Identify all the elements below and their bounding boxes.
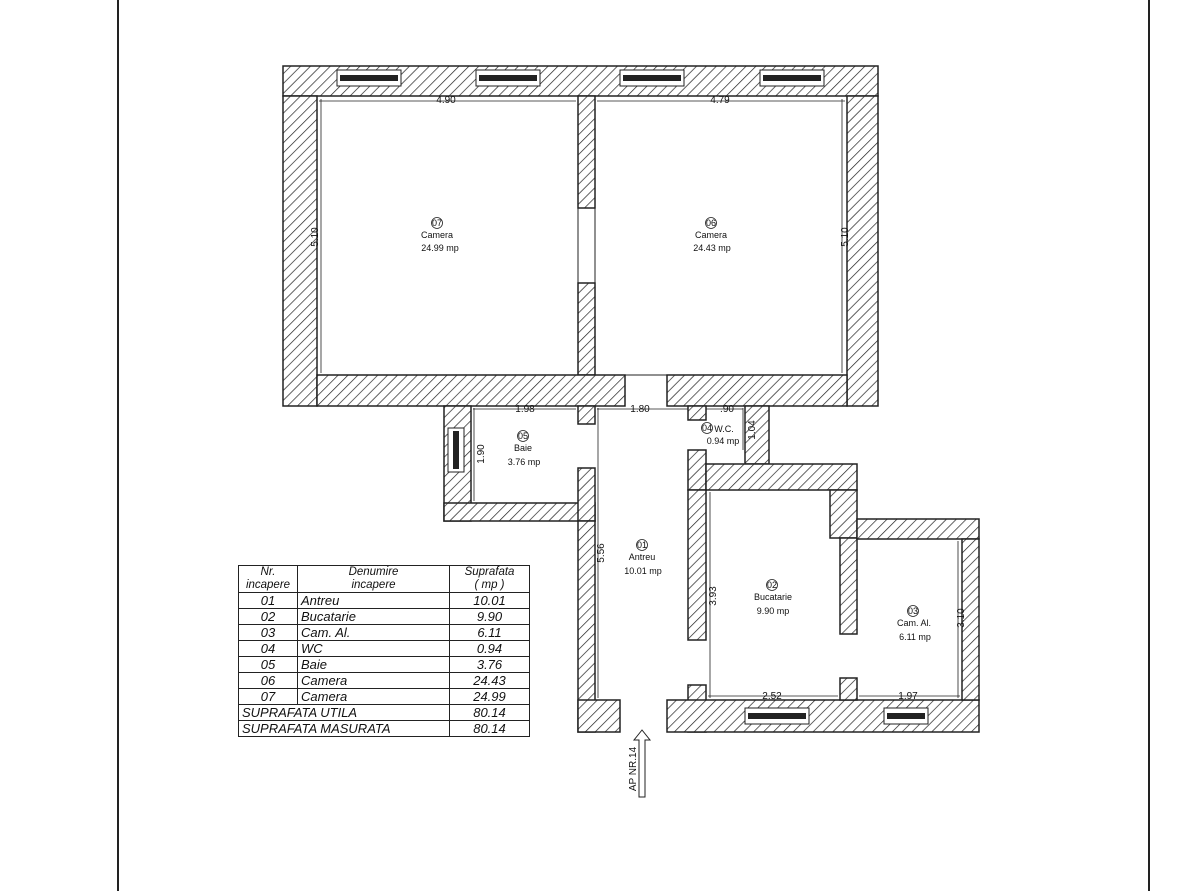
- entrance-marker: AP NR.14: [628, 729, 652, 798]
- header-nr: Nr.incapere: [238, 565, 298, 593]
- room-04-nr: 04: [702, 423, 712, 433]
- wall-baie-stub: [577, 405, 596, 425]
- room-02: 02 Bucatarie 9.90 mp: [754, 579, 792, 616]
- wall-kitchen-step: [829, 489, 858, 539]
- window-baie: [447, 427, 465, 473]
- room-05-area: 3.76 mp: [508, 457, 541, 467]
- dim-bucatarie-width: 2.52: [762, 691, 782, 702]
- dim-baie-width: 1.98: [515, 404, 535, 415]
- wall-bottom-kitchen: [666, 699, 980, 733]
- dim-cam07-width: 4.90: [436, 95, 456, 106]
- wall-kitchen-partition: [839, 537, 858, 635]
- room-07-nr: 07: [432, 218, 442, 228]
- dim-camal-height: 3.10: [956, 608, 967, 628]
- wall-baie-right: [577, 467, 596, 522]
- dimension-labels: 4.90 4.79 5.10 5.10 1.98 1.90 1.80 .90 1…: [310, 95, 967, 702]
- room-05: 05 Baie 3.76 mp: [508, 430, 541, 467]
- wall-camal-right: [961, 538, 980, 701]
- wall-camal-top: [856, 518, 980, 540]
- wall-right-cam06: [846, 95, 879, 407]
- window-bucatarie: [744, 707, 810, 725]
- window-1: [336, 69, 402, 87]
- room-07: 07 Camera 24.99 mp: [421, 217, 459, 253]
- entrance-label: AP NR.14: [628, 746, 639, 791]
- wall-partition-top: [577, 95, 596, 209]
- dimension-lines: [319, 99, 960, 698]
- wall-wc-right: [744, 405, 770, 465]
- room-03: 03 Cam. Al. 6.11 mp: [897, 605, 931, 642]
- room-03-name: Cam. Al.: [897, 618, 931, 628]
- wall-baie-bottom: [443, 502, 596, 522]
- window-camal: [883, 707, 929, 725]
- dim-wc-height: 1.04: [747, 420, 758, 440]
- room-02-nr: 02: [767, 580, 777, 590]
- room-04-area: 0.94 mp: [707, 436, 740, 446]
- wall-left-cam07: [282, 95, 318, 407]
- window-2: [475, 69, 541, 87]
- page-border-left: [117, 0, 119, 891]
- window-3: [619, 69, 685, 87]
- dim-cam06-width: 4.79: [710, 95, 730, 106]
- room-07-name: Camera: [421, 230, 453, 240]
- room-01-area: 10.01 mp: [624, 566, 662, 576]
- wall-bottom-right: [666, 374, 848, 407]
- dim-baie-height: 1.90: [476, 444, 487, 464]
- room-06-nr: 06: [706, 218, 716, 228]
- room-06-area: 24.43 mp: [693, 243, 731, 253]
- room-03-area: 6.11 mp: [899, 632, 931, 642]
- dim-cam06-height: 5.10: [840, 227, 851, 247]
- room-labels: 07 Camera 24.99 mp 06 Camera 24.43 mp 05…: [421, 217, 931, 642]
- wall-bottom-left: [316, 374, 626, 407]
- room-01-nr: 01: [637, 540, 647, 550]
- wall-wc-stub: [687, 405, 707, 421]
- wall-kitchen-partition-low: [839, 677, 858, 701]
- wall-antreu-bottom-left: [577, 699, 621, 733]
- page-border-right: [1148, 0, 1150, 891]
- room-04: 04 W.C. 0.94 mp: [701, 422, 740, 446]
- dim-wc-width: .90: [720, 404, 734, 415]
- room-outlines: [316, 95, 848, 376]
- room-02-area: 9.90 mp: [757, 606, 790, 616]
- room-05-name: Baie: [514, 443, 532, 453]
- room-01: 01 Antreu 10.01 mp: [624, 539, 662, 576]
- dim-camal-width: 1.97: [898, 691, 918, 702]
- dim-antreu-width: 1.80: [630, 404, 650, 415]
- dim-cam07-height: 5.10: [310, 227, 321, 247]
- room-04-name: W.C.: [714, 424, 734, 434]
- wall-wc-left: [687, 449, 707, 491]
- room-01-name: Antreu: [629, 552, 656, 562]
- header-area: Suprafata( mp ): [449, 565, 530, 593]
- window-4: [759, 69, 825, 87]
- dim-antreu-length: 5.56: [596, 543, 607, 563]
- wall-bucatarie-top: [705, 463, 858, 491]
- room-03-nr: 03: [908, 606, 918, 616]
- wall-partition-bottom: [577, 282, 596, 376]
- room-05-nr: 05: [518, 431, 528, 441]
- room-02-name: Bucatarie: [754, 592, 792, 602]
- room-06-name: Camera: [695, 230, 727, 240]
- windows: [336, 69, 929, 725]
- dim-bucatarie-height: 3.93: [708, 586, 719, 606]
- room-07-area: 24.99 mp: [421, 243, 459, 253]
- wall-bucatarie-left-upper: [687, 489, 707, 641]
- room-06: 06 Camera 24.43 mp: [693, 217, 731, 253]
